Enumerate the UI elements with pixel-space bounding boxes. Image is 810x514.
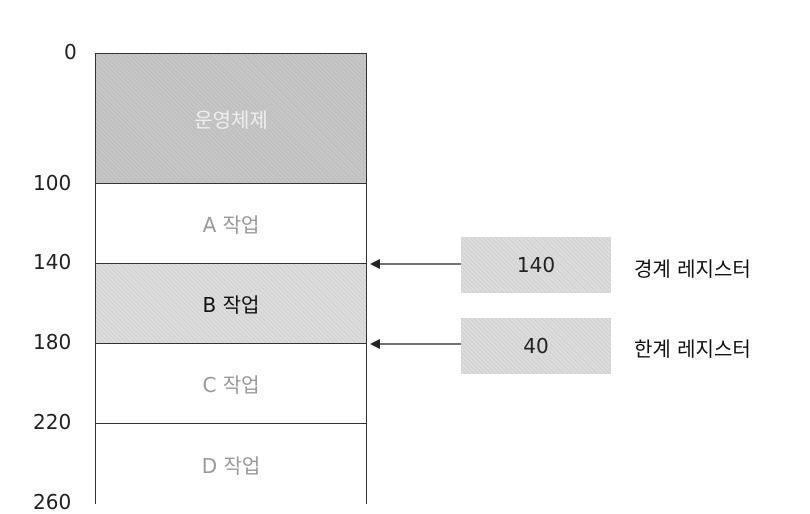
address-0: 0 xyxy=(64,40,77,64)
address-220: 220 xyxy=(33,410,72,434)
memory-block: 운영체제 A 작업 B 작업 C 작업 D 작업 xyxy=(95,53,367,504)
limit-register-arrow-icon xyxy=(370,339,461,349)
segment-job-b: B 작업 xyxy=(96,263,366,343)
segment-job-a: A 작업 xyxy=(96,183,366,263)
base-register-box: 140 xyxy=(461,237,611,293)
address-260: 260 xyxy=(33,490,72,514)
base-register-arrow-icon xyxy=(370,259,461,269)
limit-register-box: 40 xyxy=(461,318,611,374)
address-140: 140 xyxy=(33,250,72,274)
segment-job-c: C 작업 xyxy=(96,343,366,423)
segment-job-d: D 작업 xyxy=(96,423,366,504)
address-100: 100 xyxy=(33,171,72,195)
base-register-label: 경계 레지스터 xyxy=(634,257,751,281)
segment-os: 운영체제 xyxy=(96,54,366,183)
address-180: 180 xyxy=(33,330,72,354)
limit-register-label: 한계 레지스터 xyxy=(634,337,751,361)
